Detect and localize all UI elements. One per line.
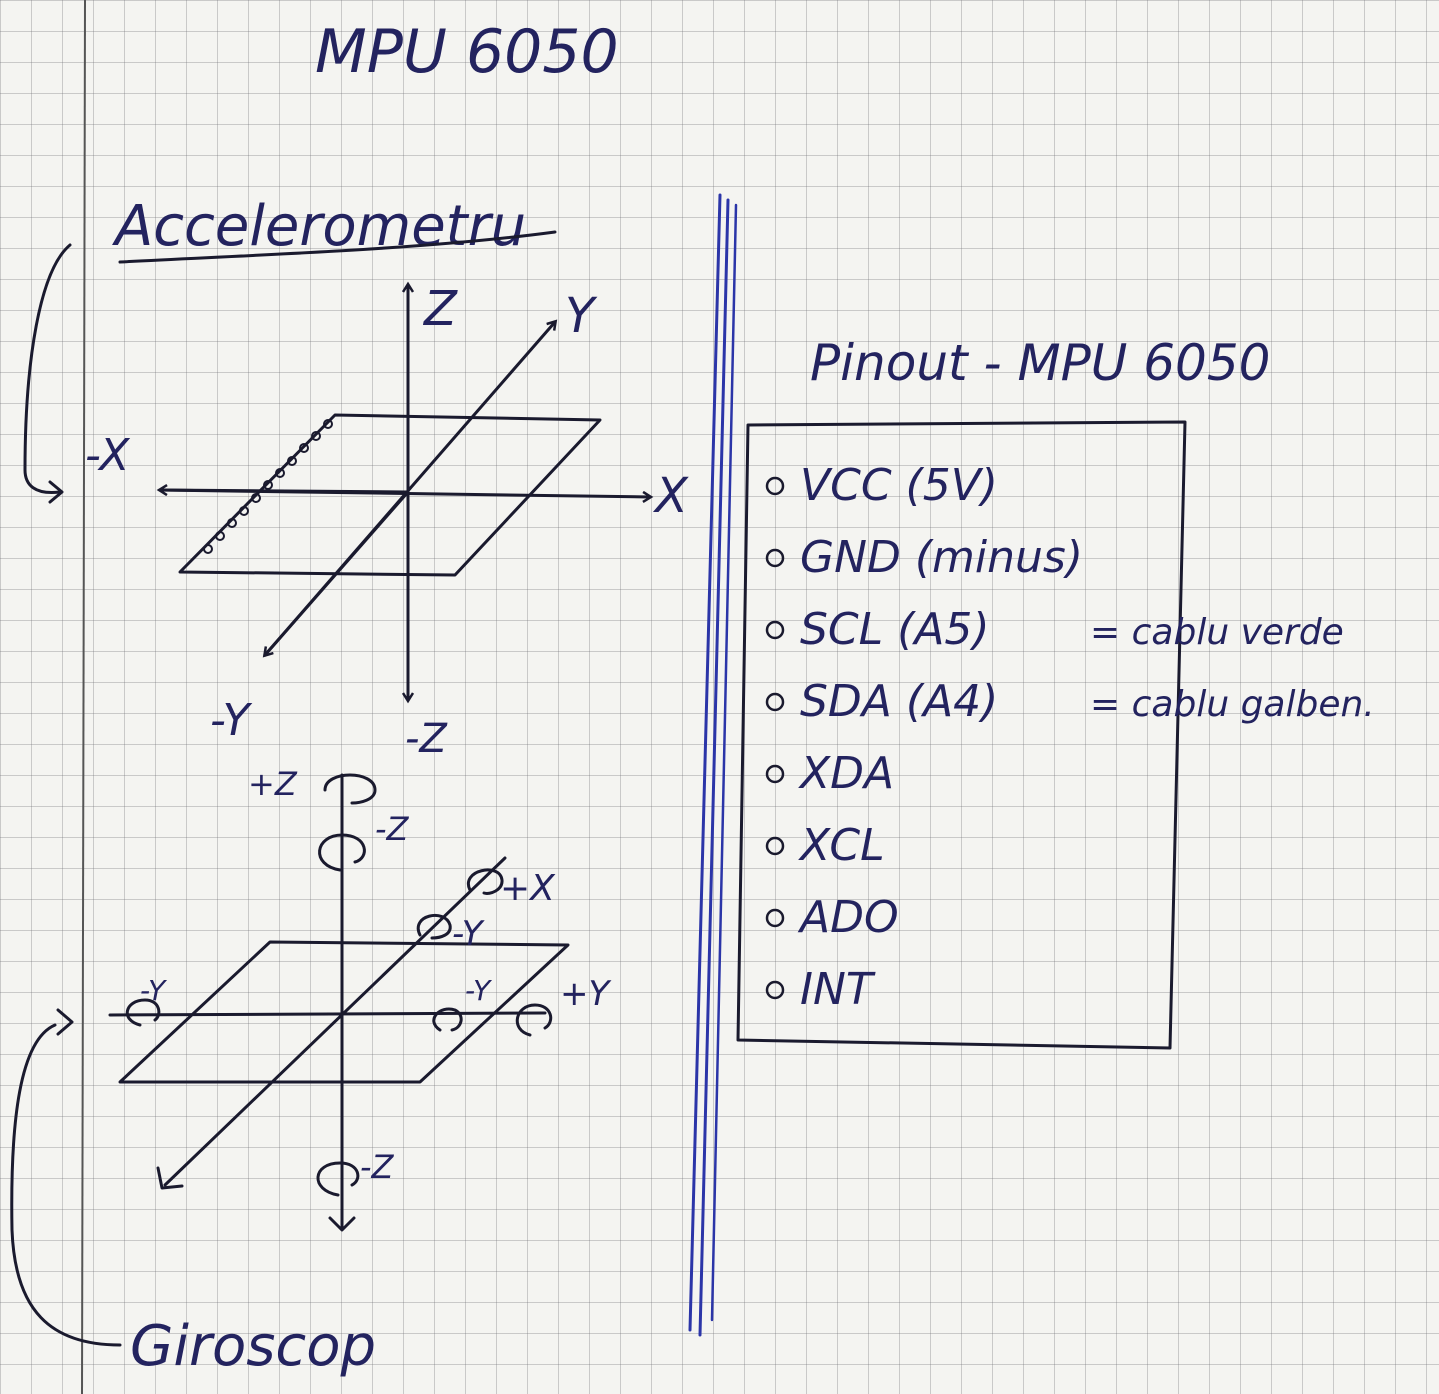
neg-y-label: -Y [210, 695, 253, 746]
rotation-plus-y-icon [517, 1005, 550, 1035]
rot-minus-z-top-label: -Z [375, 810, 410, 848]
gyroscope-label: Giroscop [130, 1314, 376, 1379]
rotation-minus-z-bottom-icon [318, 1163, 358, 1195]
rotation-plus-z-icon [325, 775, 375, 803]
rot-plus-x-label: +X [500, 868, 556, 909]
pin-hole-icon [767, 982, 783, 998]
pin-hole-icon [767, 910, 783, 926]
rot-plus-y-label: +Y [560, 974, 611, 1014]
pin-hole-icon [767, 622, 783, 638]
pin-hole-icon [767, 694, 783, 710]
pin-label: XDA [798, 748, 894, 799]
rot-minus-y-top-label: -Y [452, 914, 485, 954]
rot-minus-y-left-label: -Y [140, 974, 167, 1007]
gyroscope-bracket [12, 1025, 120, 1345]
accelerometer-bracket [25, 245, 70, 493]
neg-x-label: -X [85, 430, 130, 481]
pin-label: INT [800, 964, 876, 1015]
pin-label: GND (minus) [800, 532, 1083, 583]
z-label: Z [422, 281, 458, 337]
neg-z-label: -Z [405, 716, 448, 762]
sensor-pins [204, 420, 332, 553]
rot-minus-z-bottom-label: -Z [360, 1148, 395, 1186]
pin-label: SDA (A4) [800, 676, 998, 727]
margin-line [82, 0, 85, 1394]
gyroscope-bracket-arrow [58, 1010, 72, 1034]
pin-hole-icon [767, 838, 783, 854]
pinout-title: Pinout - MPU 6050 [810, 334, 1270, 392]
accelerometer-label: Accelerometru [112, 194, 526, 259]
page-divider [690, 195, 736, 1335]
x-label: X [652, 468, 689, 524]
pin-hole-icon [767, 766, 783, 782]
pin-label: VCC (5V) [800, 460, 998, 511]
pin-note: = cablu galben. [1090, 684, 1375, 725]
pin-note: = cablu verde [1090, 612, 1344, 653]
y-label: Y [565, 288, 598, 344]
pinout-box [738, 422, 1185, 1048]
accelerometer-diagram: Z Y X -X -Y -Z [85, 281, 689, 762]
gyro-y-axis [165, 858, 505, 1185]
gyroscope-diagram: +Z -Z +X -Y -Y -Y +Y -Z [110, 765, 611, 1230]
rot-minus-y-right-label: -Y [465, 974, 492, 1007]
pin-hole-icon [767, 550, 783, 566]
pin-hole-icon [767, 478, 783, 494]
gyro-x-axis [110, 1013, 545, 1015]
rot-plus-z-label: +Z [248, 765, 298, 803]
page-title: MPU 6050 [315, 17, 619, 87]
neg-x-arrow [160, 490, 408, 492]
pinout-list: VCC (5V) GND (minus) SCL (A5) = cablu verde… [767, 460, 1375, 1015]
pin-label: SCL (A5) [800, 604, 990, 655]
pin-label: XCL [798, 820, 885, 871]
pin-label: ADO [797, 892, 899, 943]
